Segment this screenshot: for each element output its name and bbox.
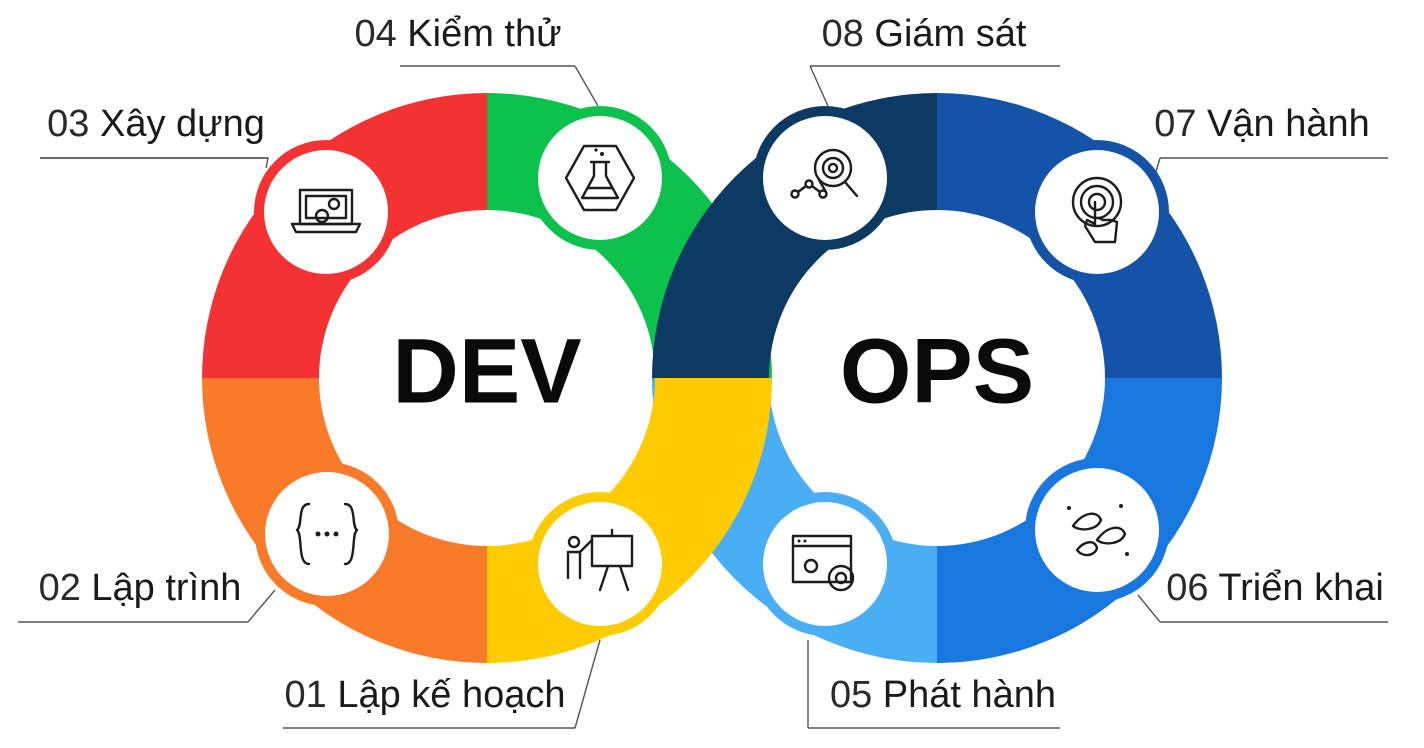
stage-name: Lập trình: [91, 567, 241, 609]
leader-connector-02: [247, 589, 276, 623]
code-braces-icon: [295, 502, 359, 566]
stage-number: 03: [47, 103, 100, 145]
presentation-board-icon: [566, 528, 634, 592]
badge-disc: [538, 116, 662, 240]
stage-label-07: 07 Vận hành: [1154, 103, 1370, 145]
leader-connector-06: [1137, 594, 1161, 623]
badge-disc: [1035, 468, 1159, 592]
badge-disc: [1035, 150, 1159, 274]
badge-02: [255, 462, 399, 606]
magnifier-chart-icon: [790, 148, 859, 199]
stage-badges: [254, 106, 1169, 636]
stage-number: 04: [354, 13, 407, 55]
badge-disc: [763, 116, 887, 240]
stage-label-04: 04 Kiểm thử: [354, 13, 561, 55]
stage-name: Kiểm thử: [407, 13, 561, 55]
badge-disc: [538, 502, 662, 626]
stage-name: Triển khai: [1218, 567, 1383, 609]
stage-name: Vận hành: [1207, 103, 1370, 145]
badge-05: [753, 492, 897, 636]
stage-number: 07: [1154, 103, 1207, 145]
leader-lines: [18, 65, 1388, 729]
badge-03: [254, 140, 398, 284]
stage-name: Phát hành: [883, 674, 1056, 716]
leader-connector-01: [574, 639, 601, 729]
stage-label-08: 08 Giám sát: [822, 13, 1027, 55]
stage-label-06: 06 Triển khai: [1166, 567, 1384, 609]
stage-label-03: 03 Xây dựng: [47, 103, 265, 145]
ops-center-label: OPS: [840, 320, 1034, 422]
stage-number: 05: [830, 674, 883, 716]
stage-labels: 01 Lập kế hoạch 02 Lập trình 03 Xây dựng 04…: [39, 13, 1384, 716]
flask-hexagon-icon: [564, 144, 636, 212]
badge-disc: [763, 502, 887, 626]
stage-name: Lập kế hoạch: [337, 674, 565, 716]
leader-connector-08: [809, 65, 829, 107]
stage-label-02: 02 Lập trình: [39, 567, 242, 609]
stage-label-01: 01 Lập kế hoạch: [284, 674, 565, 716]
badge-06: [1025, 458, 1169, 602]
stage-number: 02: [39, 567, 92, 609]
stage-label-05: 05 Phát hành: [830, 674, 1056, 716]
badge-07: [1025, 140, 1169, 284]
dev-center-label: DEV: [392, 320, 581, 422]
stage-number: 01: [284, 674, 337, 716]
laptop-gear-icon: [290, 188, 362, 234]
stage-number: 08: [822, 13, 875, 55]
stage-number: 06: [1166, 567, 1218, 609]
badge-08: [753, 106, 897, 250]
touch-hand-icon: [1071, 176, 1123, 244]
stage-name: Giám sát: [874, 13, 1026, 55]
leader-connector-03: [40, 157, 269, 169]
badge-04: [528, 106, 672, 250]
browser-gear-icon: [791, 534, 855, 592]
rockets-icon: [1067, 504, 1129, 557]
stage-name: Xây dựng: [100, 103, 265, 145]
leader-connector-04: [574, 65, 599, 107]
badge-01: [528, 492, 672, 636]
